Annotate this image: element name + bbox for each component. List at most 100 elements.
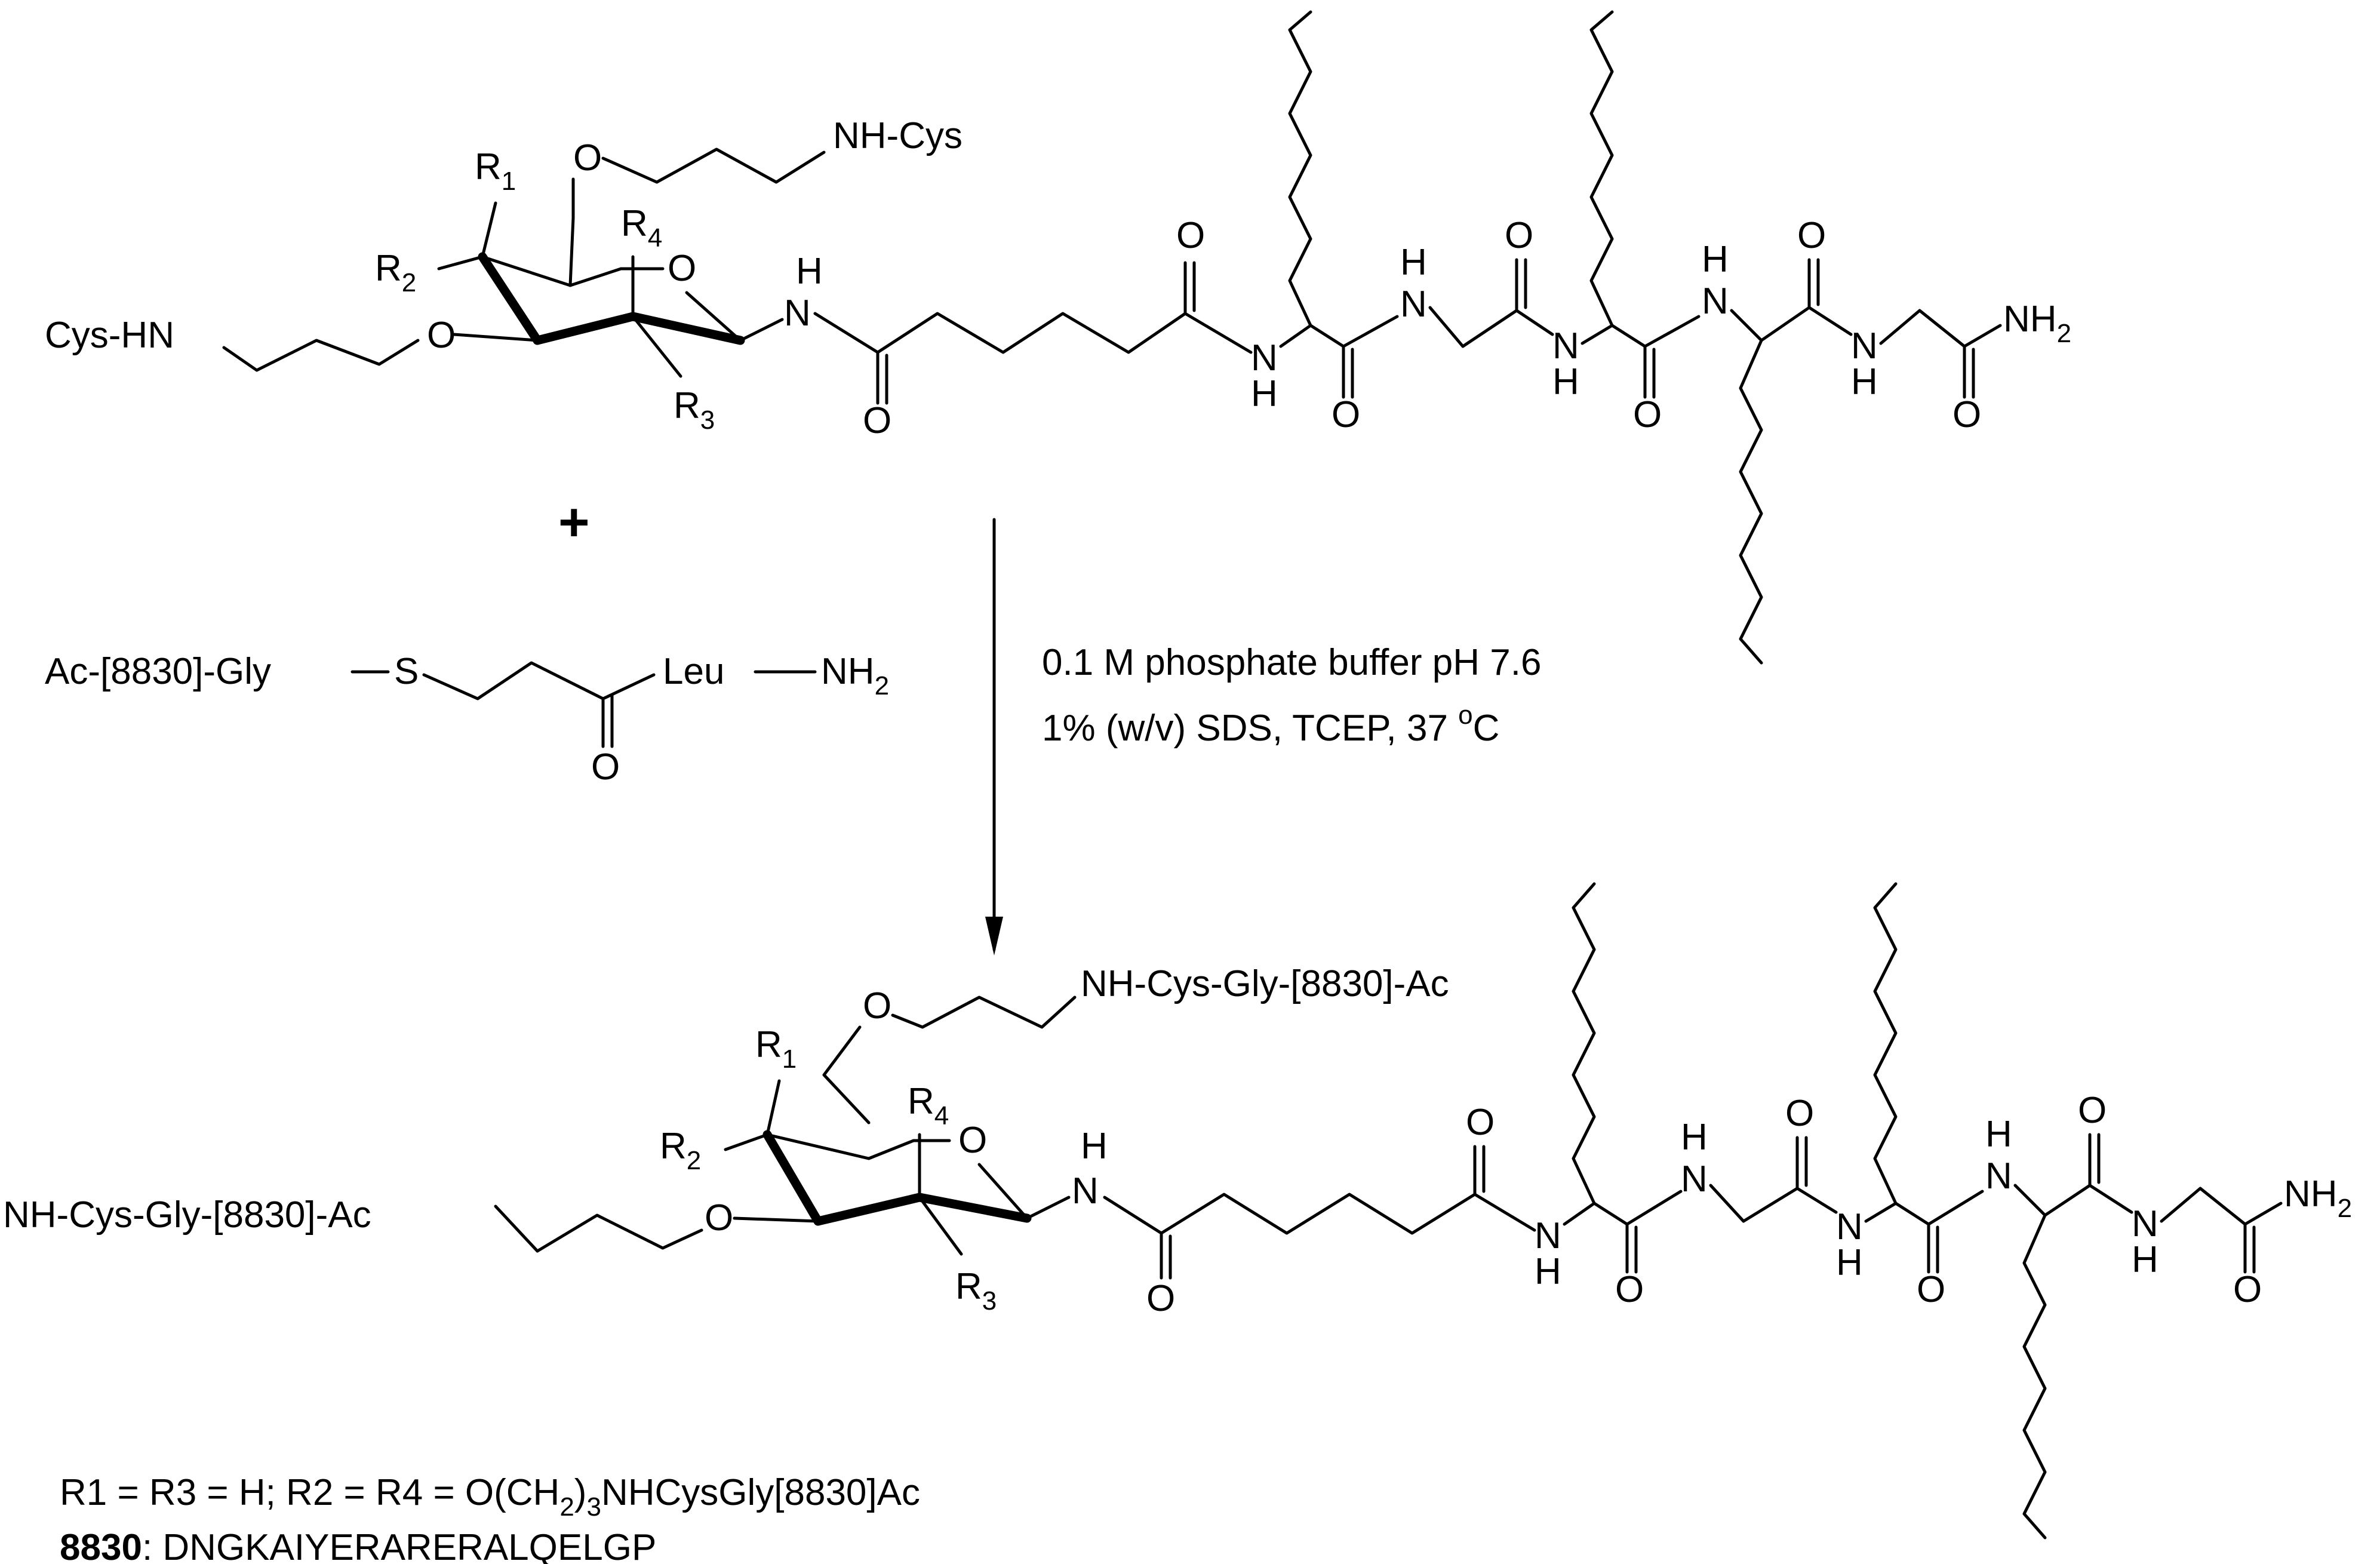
reactant-nh1-h: H	[1251, 373, 1278, 414]
product-ring-back	[765, 1133, 915, 1160]
arrow-head	[985, 917, 1003, 955]
product-ring-c3-o	[733, 1216, 820, 1223]
peptide-nh2: NH2	[821, 651, 889, 700]
peptide-leu: Leu	[663, 651, 724, 692]
reactant-ring-o-c1	[685, 291, 742, 342]
product-n3-bond	[1927, 1190, 1984, 1226]
reactant-r3-bond	[631, 315, 682, 378]
product-lipid-chain-1	[1572, 882, 1596, 1205]
reactant-n3-bond	[1643, 315, 1701, 348]
product-nh2-n: N	[1836, 1206, 1863, 1247]
reactant-r4-label: R4	[621, 203, 662, 253]
product-ring-front-right	[915, 1193, 1032, 1223]
reactant-c6-arm	[568, 177, 575, 287]
product-nh3-n: N	[1985, 1156, 2012, 1197]
plus-sign: +	[558, 493, 590, 552]
reactant-lipoaa1	[1279, 324, 1345, 348]
product-gly-n2	[1795, 1187, 1838, 1214]
reactant-nh2-h: H	[1552, 361, 1579, 402]
reactant-nh2-bond	[1963, 324, 2002, 348]
reactant-ring-c3-o	[452, 333, 539, 342]
product-glycolipid: NH-Cys-Gly-[8830]-Ac O NH-Cys-Gly-[8830]…	[3, 882, 2352, 1540]
product-left-arm: NH-Cys-Gly-[8830]-Ac	[3, 1194, 371, 1236]
reactant-nh2-n: N	[1552, 325, 1579, 367]
reactant-left-arm: Cys-HN	[45, 315, 174, 356]
reactant-o3: O	[1332, 394, 1360, 435]
peptide-left-label: Ac-[8830]-Gly	[45, 651, 271, 692]
product-lipoaa2	[1864, 1202, 1930, 1226]
reactant-ring-o-label: O	[668, 248, 696, 289]
product-terminal-nh2: NH2	[2284, 1173, 2352, 1223]
product-nh1-n: N	[1535, 1215, 1561, 1256]
product-n4-bond	[2088, 1184, 2133, 1214]
reactant-gly-nh	[1342, 315, 1399, 348]
reactant-gly-n2	[1515, 309, 1554, 336]
reaction-arrow	[985, 518, 1003, 955]
product-ring-o3-label: O	[705, 1197, 733, 1239]
reactant-o4: O	[1505, 215, 1533, 256]
reactant-o6: O	[1797, 215, 1826, 256]
product-o6: O	[2078, 1090, 2107, 1131]
product-amide-n: N	[1072, 1170, 1099, 1212]
product-nh2-bond	[2243, 1202, 2283, 1226]
reactant-adipoyl-chain	[813, 312, 1253, 354]
reactant-nh1-n: N	[1251, 337, 1278, 379]
product-r3-label: R3	[955, 1266, 997, 1316]
product-left-propyl	[494, 1205, 703, 1253]
reactant-nh4-h: H	[1851, 361, 1878, 402]
product-r2-bond	[724, 1133, 769, 1151]
reactant-left-propyl	[222, 339, 420, 372]
reactant-o7: O	[1952, 394, 1981, 435]
reactant-glycolipid: Cys-HN O O R1 R2 R3 R4 O NH-Cys H N	[45, 10, 2071, 665]
reactant-lipoaa3	[1730, 306, 1811, 342]
peptide-sulfur: S	[394, 651, 419, 692]
product-c6-o: O	[863, 985, 891, 1027]
reactant-top-arm: NH-Cys	[833, 115, 963, 156]
product-lipoaa1	[1563, 1202, 1629, 1226]
product-top-propyl	[891, 995, 1077, 1029]
product-r1-label: R1	[755, 1024, 797, 1074]
product-o3: O	[1615, 1269, 1644, 1310]
product-gly-h: H	[1681, 1117, 1708, 1158]
product-c1-n	[1025, 1196, 1071, 1220]
reactant-c6-o-label: O	[573, 137, 602, 179]
product-lipid-chain-3	[2022, 1213, 2047, 1540]
product-adipoyl-chain	[1103, 1193, 1536, 1235]
reactant-nh3-n: N	[1702, 281, 1729, 322]
product-o7: O	[2233, 1269, 2262, 1310]
peptide-linker	[422, 661, 656, 700]
conditions-line-1: 0.1 M phosphate buffer pH 7.6	[1042, 642, 1541, 683]
reactant-ring-o3-label: O	[427, 315, 456, 356]
product-nh4-h: H	[2132, 1239, 2158, 1280]
product-ring-front-left	[762, 1130, 823, 1226]
product-top-arm: NH-Cys-Gly-[8830]-Ac	[1081, 963, 1449, 1004]
reactant-gly-chain	[1428, 306, 1518, 348]
product-gly2	[2160, 1187, 2247, 1226]
product-gly-n: N	[1681, 1159, 1708, 1200]
product-ring-o-c1	[977, 1163, 1029, 1220]
reactant-r1-bond	[481, 201, 497, 259]
product-r4-label: R4	[908, 1081, 949, 1130]
reactant-gly-n: N	[1400, 284, 1427, 325]
reactant-lipid-chain-3	[1739, 339, 1763, 665]
product-o2: O	[1466, 1102, 1495, 1143]
product-nh1-h: H	[1535, 1251, 1561, 1292]
reactant-amide-h: H	[796, 251, 823, 292]
product-o4: O	[1785, 1093, 1814, 1134]
reactant-n4-bond	[1807, 306, 1853, 336]
reactant-ring-front	[533, 312, 638, 345]
conditions-line-2: 1% (w/v) SDS, TCEP, 37 oC	[1042, 700, 1499, 749]
footnote-line-2: 8830: DNGKAIYERARERALQELGP	[60, 1527, 656, 1564]
reactant-gly2	[1879, 309, 1966, 348]
product-nh4-n: N	[2132, 1203, 2158, 1245]
product-r2-label: R2	[660, 1126, 701, 1175]
peptide-oxygen: O	[591, 746, 620, 788]
reactant-lipoaa2	[1580, 324, 1647, 348]
reactant-peptide-thioester: Ac-[8830]-Gly S O Leu NH2	[45, 651, 889, 788]
reactant-terminal-nh2: NH2	[2003, 299, 2071, 348]
product-gly-chain	[1709, 1184, 1799, 1223]
reactant-r1-label: R1	[475, 146, 516, 196]
product-o1: O	[1146, 1278, 1175, 1319]
reactant-r2-label: R2	[375, 248, 416, 297]
